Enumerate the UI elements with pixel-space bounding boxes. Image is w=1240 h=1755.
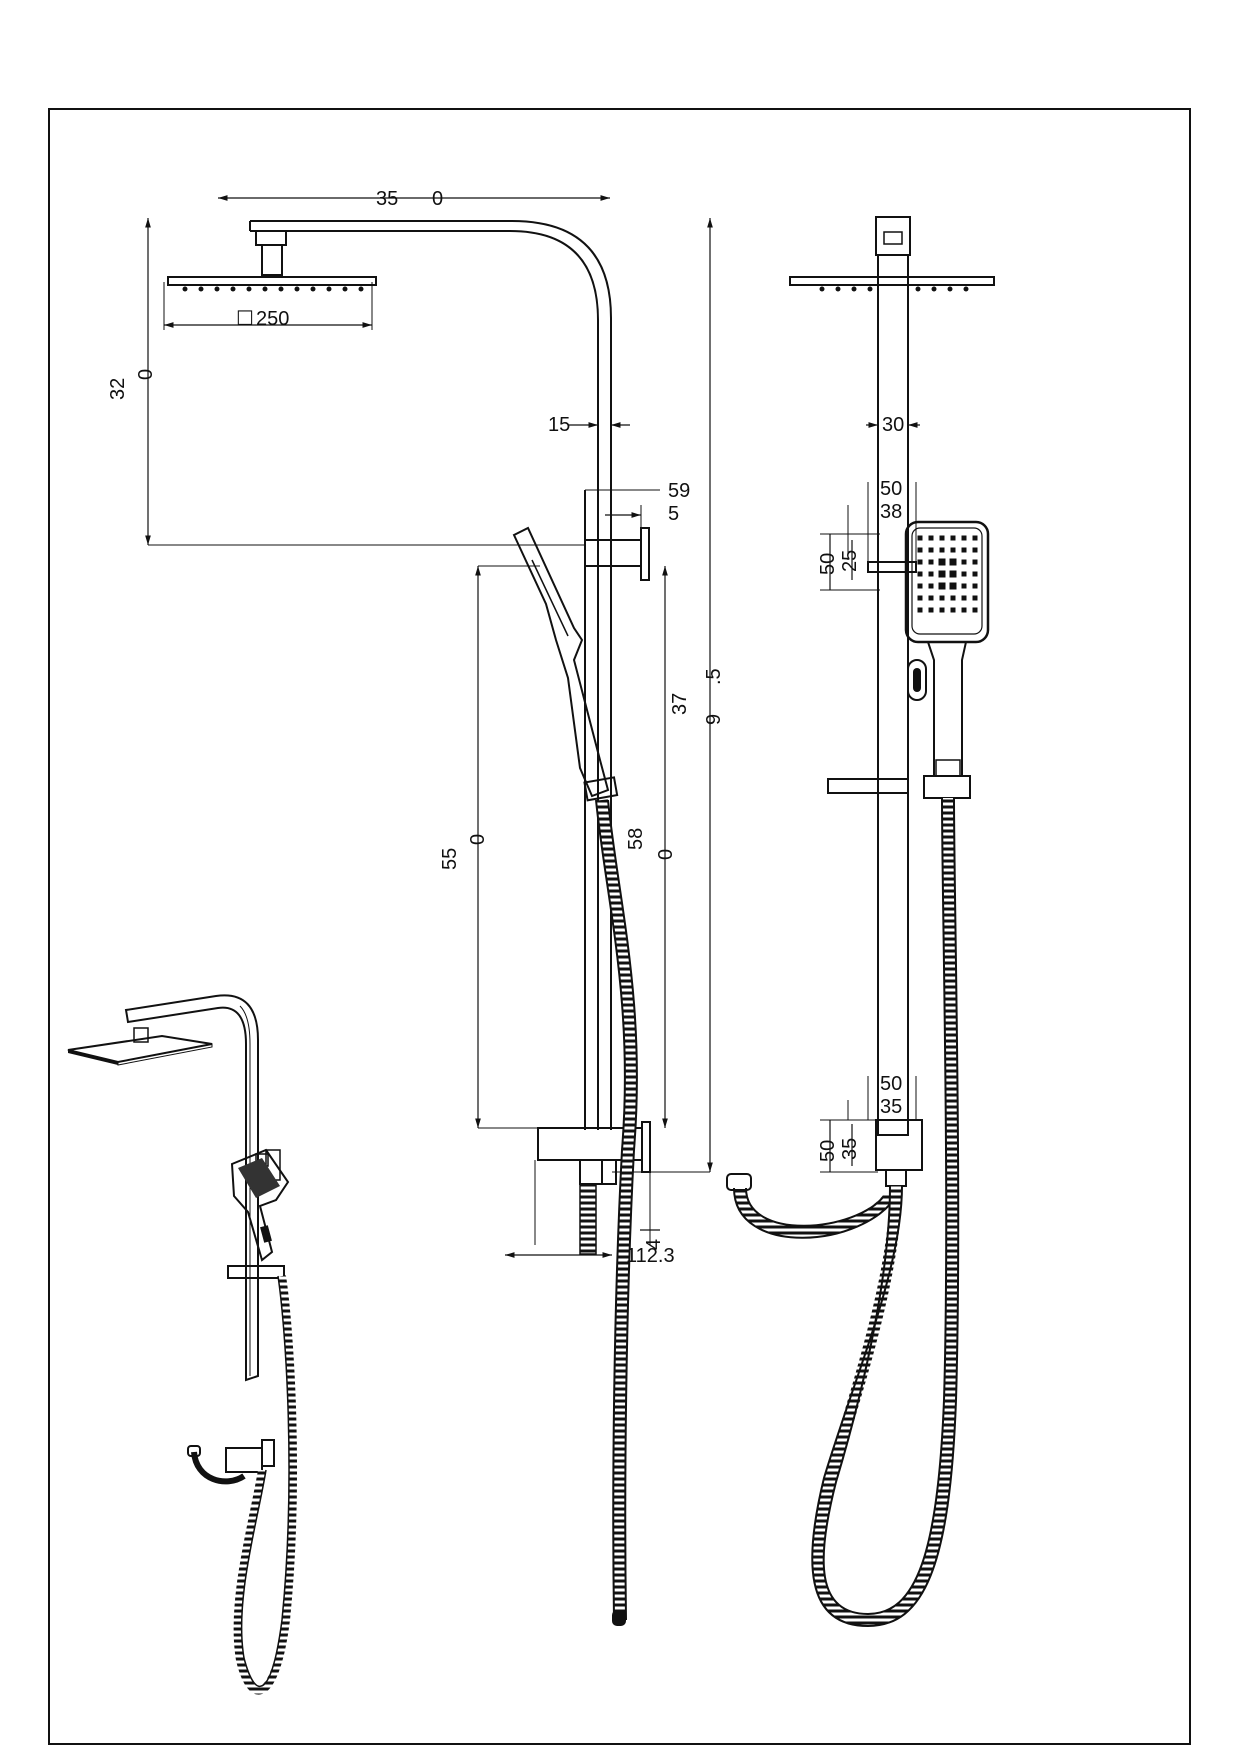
- total-height-label-a: 9: [703, 714, 725, 725]
- head-drop-suffix: 0: [135, 369, 157, 380]
- bracket-depth-label: 59: [668, 480, 690, 502]
- rail-span-label: 37: [669, 693, 691, 715]
- spray-nozzle: [917, 535, 923, 541]
- bracket-plate-label: 5: [668, 503, 679, 525]
- perspective-hand-shower: [230, 1148, 290, 1262]
- spray-nozzle: [939, 535, 945, 541]
- spray-nozzle: [917, 559, 923, 565]
- slide-span-label: 55: [439, 848, 461, 870]
- spray-nozzle: [972, 607, 978, 613]
- spray-nozzle: [949, 582, 957, 590]
- bottom-bracket-front: [875, 1119, 923, 1171]
- head-size-label: 250: [256, 308, 289, 330]
- bottom-bracket-inner-label: 35: [880, 1096, 902, 1118]
- spray-nozzle: [949, 570, 957, 578]
- spray-nozzle: [961, 595, 967, 601]
- spray-nozzle: [972, 583, 978, 589]
- spray-nozzle: [950, 535, 956, 541]
- perspective-view: [67, 994, 298, 1695]
- spray-nozzle: [950, 607, 956, 613]
- pipe-dia-front-label: 30: [882, 414, 904, 436]
- spray-nozzle: [917, 583, 923, 589]
- spray-nozzle: [972, 535, 978, 541]
- hose-offset-label: 58: [625, 828, 647, 850]
- spray-nozzle: [938, 570, 946, 578]
- spray-nozzle: [917, 571, 923, 577]
- spray-nozzle: [928, 607, 934, 613]
- top-bracket-inner-label: 38: [880, 501, 902, 523]
- head-size-prefix: ☐: [236, 308, 254, 330]
- spray-nozzle: [972, 595, 978, 601]
- pipe-dia-side-label: 15: [548, 414, 570, 436]
- drawing-frame: [48, 108, 1191, 1745]
- front-view: 30 50 38 50 25 50 35 50 35: [726, 216, 995, 1628]
- base-small-label: 4: [643, 1239, 665, 1250]
- spray-nozzle: [917, 595, 923, 601]
- shower-arm: [250, 230, 599, 1130]
- spray-nozzle: [950, 547, 956, 553]
- spray-nozzle: [950, 595, 956, 601]
- base-offset-label: 112.3: [626, 1245, 675, 1267]
- top-bracket-width-label: 50: [880, 478, 902, 500]
- top-wall-bracket: [584, 539, 642, 567]
- spray-nozzle: [961, 583, 967, 589]
- hose-front: [812, 797, 959, 1627]
- hand-shower-front: [904, 520, 990, 777]
- rain-head-front: [789, 276, 995, 286]
- spray-nozzle: [961, 535, 967, 541]
- spray-nozzle: [928, 571, 934, 577]
- head-connector: [255, 230, 287, 246]
- spray-nozzle: [961, 559, 967, 565]
- spray-nozzle: [972, 571, 978, 577]
- spray-nozzle: [961, 607, 967, 613]
- top-bracket-height-inner-label: 25: [839, 550, 861, 572]
- spray-nozzle: [938, 558, 946, 566]
- top-bracket-height-label: 50: [817, 553, 839, 575]
- inlet-thread: [579, 1183, 597, 1255]
- spray-nozzle: [917, 607, 923, 613]
- spray-nozzle: [928, 547, 934, 553]
- total-height-label-b: .5: [703, 668, 725, 685]
- hose-side: [596, 799, 637, 1621]
- spray-nozzle: [928, 595, 934, 601]
- spray-nozzle: [928, 559, 934, 565]
- arm-length-suffix: 0: [432, 188, 443, 210]
- spray-nozzle: [972, 559, 978, 565]
- head-drop-label: 32: [107, 378, 129, 400]
- spray-nozzle: [917, 547, 923, 553]
- spray-nozzle: [928, 583, 934, 589]
- slide-span-suffix: 0: [467, 834, 489, 845]
- slider-holder: [827, 778, 909, 794]
- spray-nozzle: [972, 547, 978, 553]
- bottom-bracket-height-label: 50: [817, 1140, 839, 1162]
- spray-nozzle: [928, 535, 934, 541]
- spray-nozzle: [938, 582, 946, 590]
- spray-nozzle: [961, 571, 967, 577]
- spray-nozzle: [939, 595, 945, 601]
- bottom-bracket-width-label: 50: [880, 1073, 902, 1095]
- spray-nozzle: [949, 558, 957, 566]
- bottom-bracket-height-inner-label: 35: [839, 1138, 861, 1160]
- arm-length-label: 35: [376, 188, 398, 210]
- hand-shower-spray-grid: [917, 535, 978, 613]
- riser-front: [877, 254, 909, 1136]
- rain-head-side: [167, 276, 377, 286]
- spray-nozzle: [961, 547, 967, 553]
- spray-nozzle: [939, 607, 945, 613]
- hand-shower-side: [512, 526, 619, 802]
- rain-head-nozzles: [182, 286, 364, 292]
- side-view: 35 0 ☐ 250 32 0 15 59 5 .5 9 37 0 55 0 5…: [107, 188, 725, 1626]
- spray-nozzle: [939, 547, 945, 553]
- rail-span-suffix: 0: [655, 849, 677, 860]
